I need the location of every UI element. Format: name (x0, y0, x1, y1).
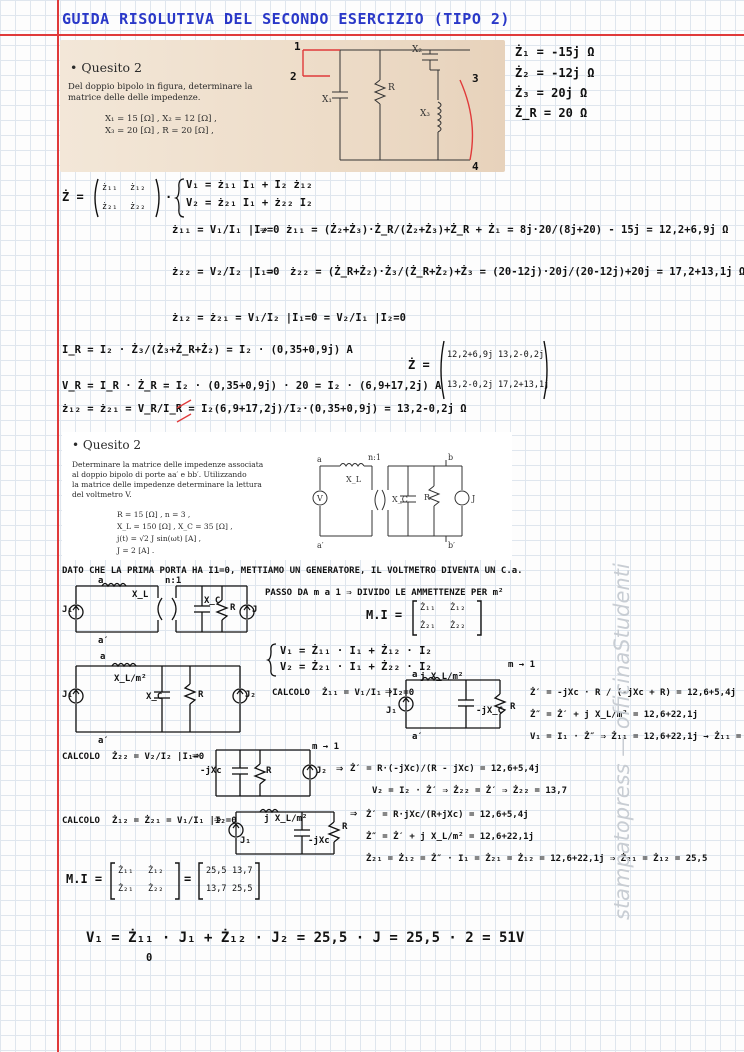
system-eq-2: V₂ = ż₂₁ I₁ + ż₂₂ I₂ (186, 197, 313, 209)
z12-result: ż₁₂ = ż₂₁ = V_R/I_R = I₂(6,9+17,2j)/I₂·(… (62, 403, 467, 415)
arrow: ⇒ (266, 264, 274, 278)
quesito-heading: • Quesito 2 (70, 60, 142, 75)
quesito-values: X₃ = 20 [Ω] , R = 20 [Ω] , (105, 126, 214, 136)
final-zero: 0 (146, 952, 153, 964)
quesito-values: X₁ = 15 [Ω] , X₂ = 12 [Ω] , (105, 114, 217, 124)
mi-lhs: M.I = (366, 608, 403, 622)
label-r: R (388, 83, 395, 93)
label-x3: X₃ (420, 109, 430, 119)
circuit-diagram-1: X₁ R X₂ X₃ 1 2 3 4 (290, 40, 479, 173)
node-3: 3 (472, 72, 479, 85)
strike-marks (176, 399, 192, 423)
ir-equation: I_R = I₂ · Ż₃/(Ż₃+Ż_R+Ż₂) = I₂ · (0,35+0… (62, 344, 353, 356)
z11-calculation: ż₁₁ = (Ż₂+Ż₃)·Ż_R/(Ż₂+Ż₃)+Ż_R + Ż₁ = 8j·… (286, 224, 729, 236)
svg-text:a′: a′ (317, 541, 324, 550)
z11-definition: ż₁₁ = V₁/I₁ |I₂=0 (172, 224, 280, 236)
watermark: stampatopress — officinaStudenti (610, 563, 634, 920)
value-z3: Ż₃ = 20j Ω (515, 86, 588, 100)
svg-text:X_C: X_C (392, 495, 408, 504)
z-result-lhs: Ż = (408, 358, 430, 372)
z-lhs: Ż = (62, 190, 84, 204)
brace (173, 178, 185, 218)
circuit-b (68, 662, 248, 733)
mi-matrix: Ż₁₁ Ż₁₂ Ż₂₁ Ż₂₂ (412, 600, 482, 636)
note-generator: DATO CHE LA PRIMA PORTA HA I1=0, METTIAM… (62, 566, 523, 576)
mi-result-numeric: 25,5 13,7 13,7 25,5 (198, 862, 260, 900)
svg-text:R: R (424, 493, 431, 502)
z-matrix-symbolic: ż₁₁ ż₁₂ ż₂₁ ż₂₂ (92, 178, 162, 218)
svg-text:b′: b′ (448, 541, 455, 550)
z22-calculation: ż₂₂ = (Ż_R+Ż₂)·Ż₃/(Ż_R+Ż₂)+Ż₃ = (20-12j)… (290, 266, 744, 278)
circuit-a (68, 582, 255, 633)
dot: · (165, 190, 173, 204)
value-z1: Ż₁ = -15j Ω (515, 45, 595, 59)
circuit-diagram-2: a a′ b b′ n:1 X_L X_C R V J (312, 453, 475, 550)
node-4: 4 (472, 160, 479, 173)
svg-text:X_L: X_L (346, 475, 362, 484)
system-eq-1: V₁ = ż₁₁ I₁ + I₂ ż₁₂ (186, 179, 313, 191)
value-zr: Ż_R = 20 Ω (515, 106, 588, 120)
v-system-eq-2: V₂ = Ż₂₁ · I₁ + Ż₂₂ · I₂ (280, 661, 432, 673)
textbook-photo-1: • Quesito 2 Del doppio bipolo in figura,… (60, 40, 505, 173)
z12-definition: ż₁₂ = ż₂₁ = V₁/I₂ |I₁=0 = V₂/I₁ |I₂=0 (172, 312, 406, 324)
circuit-z12 (228, 808, 341, 855)
textbook-photo-2: • Quesito 2 Determinare la matrice delle… (62, 432, 512, 560)
page-title: GUIDA RISOLUTIVA DEL SECONDO ESERCIZIO (… (62, 10, 510, 28)
margin-line (57, 0, 59, 1052)
z-result-matrix: 12,2+6,9j 13,2-0,2j 13,2-0,2j 17,2+13,1j (438, 340, 550, 400)
svg-text:J: J (471, 494, 475, 503)
label-x2: X₂ (412, 45, 422, 55)
note-passo: PASSO DA m a 1 ⇒ DIVIDO LE AMMETTENZE PE… (265, 588, 504, 598)
mi-result-lhs: M.I = (66, 872, 103, 886)
node-1: 1 (294, 40, 301, 53)
quesito-text: Del doppio bipolo in figura, determinare… (68, 82, 253, 92)
svg-text:n:1: n:1 (368, 453, 381, 462)
quesito-text: matrice delle delle impedenze. (68, 93, 201, 103)
z22-definition: ż₂₂ = V₂/I₂ |I₁=0 (172, 266, 280, 278)
mi-result-symbolic: Ż₁₁ Ż₁₂ Ż₂₁ Ż₂₂ (110, 862, 180, 900)
svg-text:a: a (317, 455, 322, 464)
circuit-z22 (215, 749, 318, 797)
vr-equation: V_R = I_R · Ż_R = I₂ · (0,35+0,9j) · 20 … (62, 380, 442, 392)
circuit-z11 (398, 676, 507, 729)
svg-text:V: V (316, 494, 323, 503)
value-z2: Ż₂ = -12j Ω (515, 66, 595, 80)
quesito2-heading: • Quesito 2 (72, 438, 142, 452)
brace (265, 643, 277, 677)
node-2: 2 (290, 70, 297, 83)
label-x1: X₁ (322, 95, 332, 105)
final-result: V₁ = Ż₁₁ · J₁ + Ż₁₂ · J₂ = 25,5 · J = 25… (86, 930, 525, 946)
svg-text:b: b (448, 453, 453, 462)
title-line (0, 34, 744, 36)
arrow: ⇒ (260, 222, 268, 236)
v-system-eq-1: V₁ = Ż₁₁ · I₁ + Ż₁₂ · I₂ (280, 645, 432, 657)
